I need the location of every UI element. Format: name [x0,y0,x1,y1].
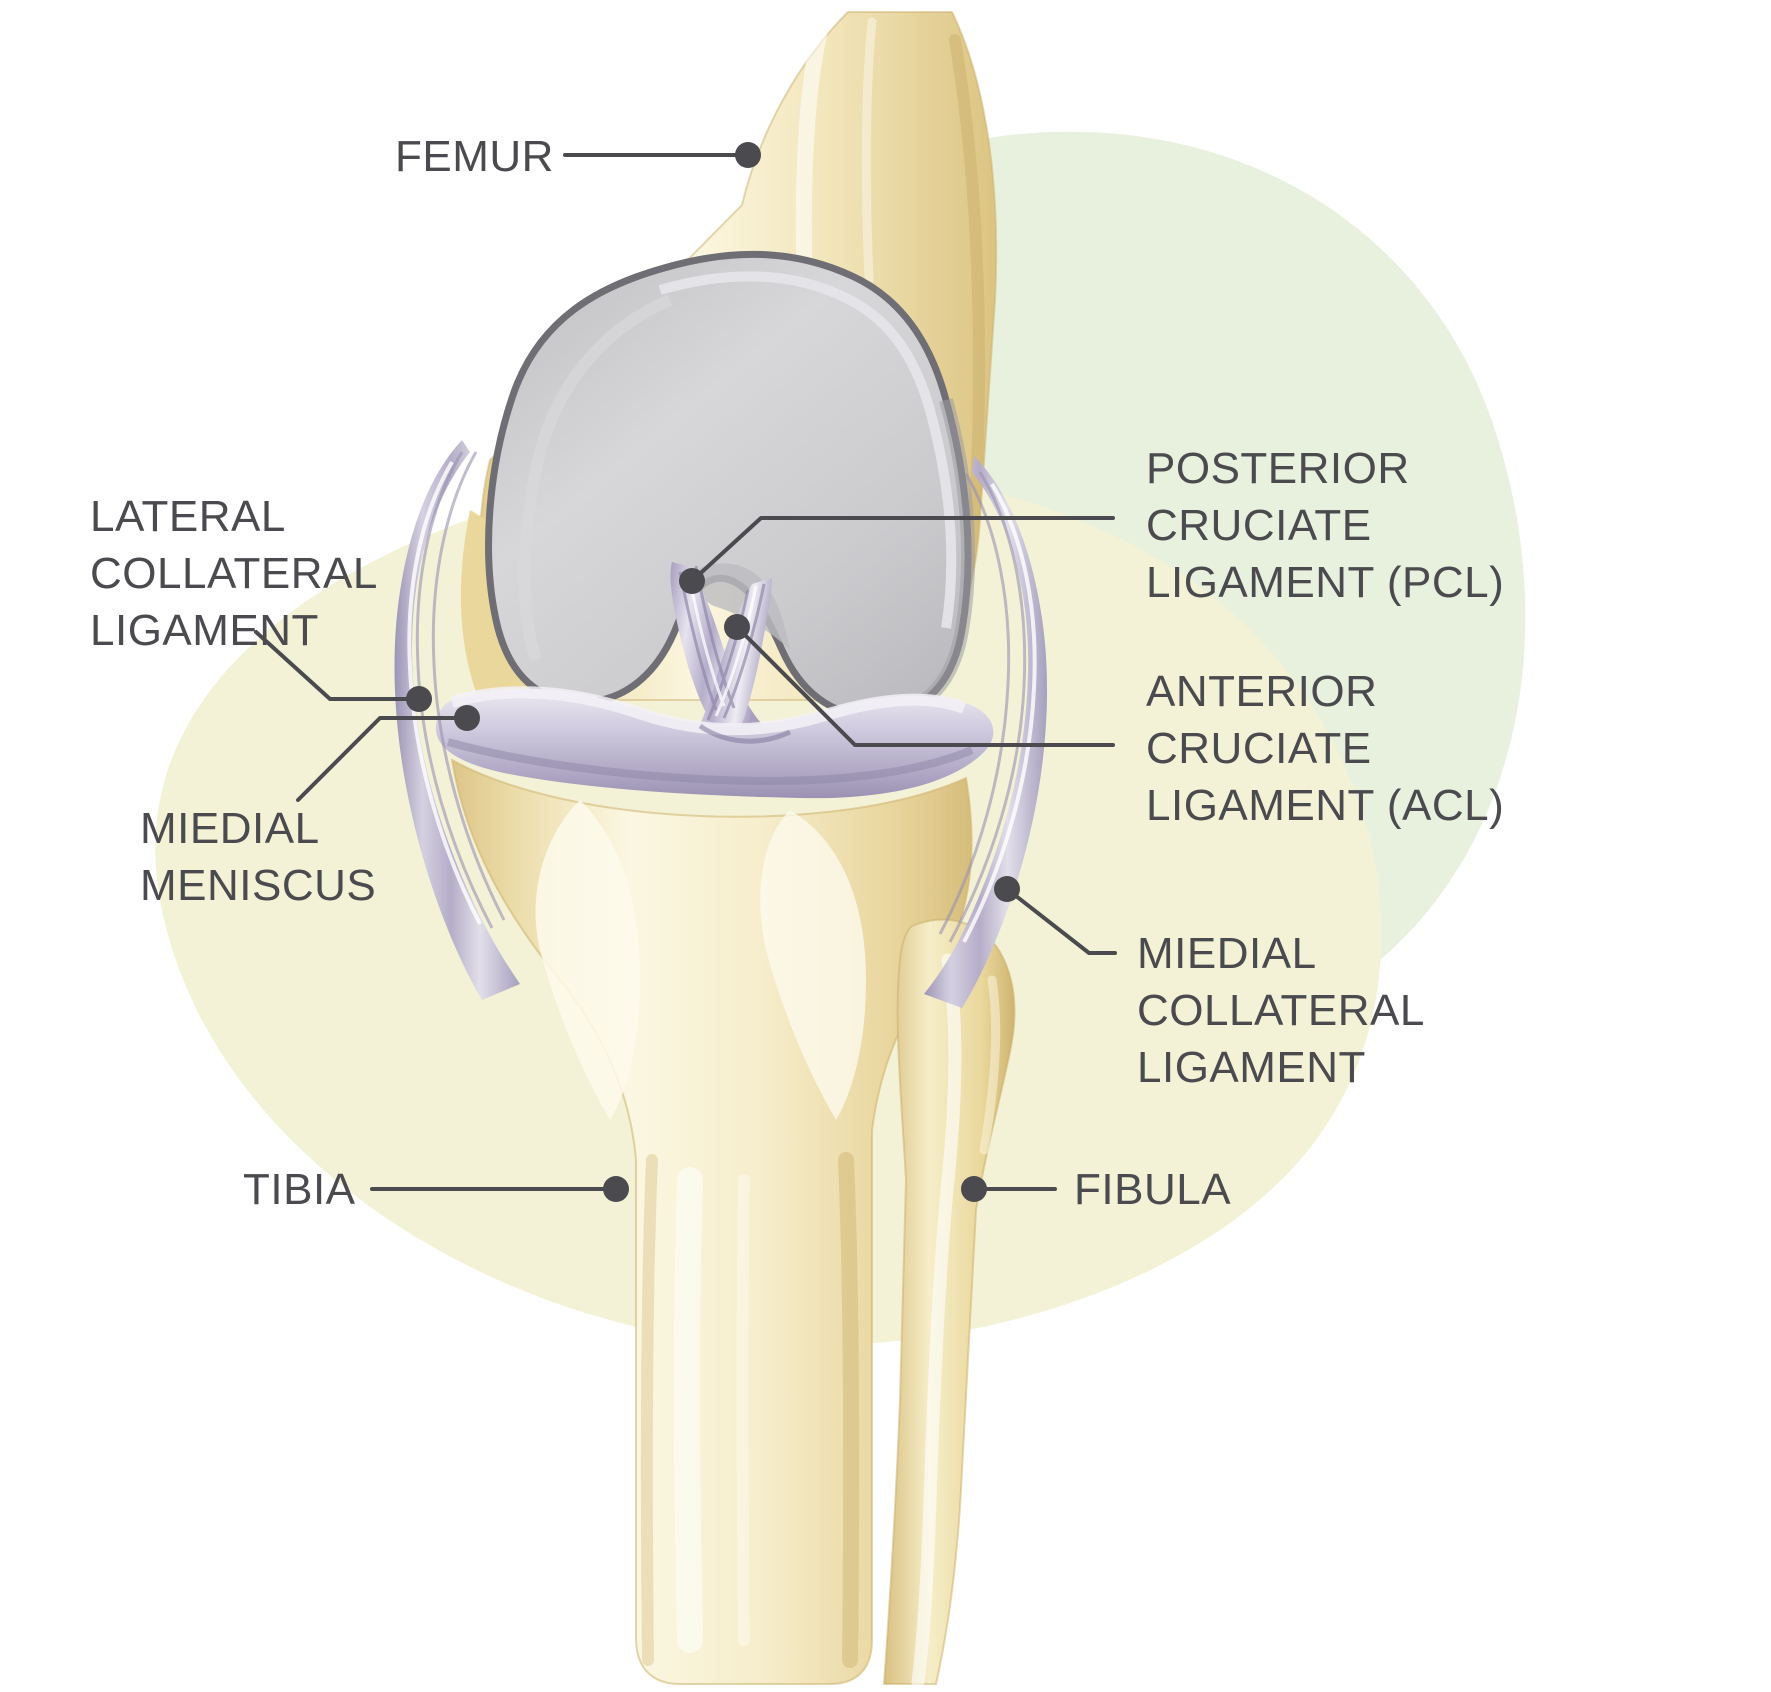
leader-line-posterior-cruciate-ligament [690,516,1115,583]
label-miedial-meniscus: MIEDIAL MENISCUS [140,804,377,910]
femoral-condyle-cartilage [485,250,976,723]
label-fibula: FIBULA [1074,1165,1232,1214]
leader-dot-femur [735,142,761,168]
leader-lines [254,153,1117,1191]
leader-line-miedial-meniscus [296,716,469,802]
meniscus-structure [435,686,994,799]
leader-dot-anterior-cruciate-ligament [724,614,750,640]
leader-dot-miedial-collateral-ligament [994,876,1020,902]
label-anterior-cruciate-ligament: ANTERIOR CRUCIATE LIGAMENT (ACL) [1146,667,1505,830]
fibula-bone [882,918,1016,1689]
label-tibia: TIBIA [243,1165,356,1214]
label-posterior-cruciate-ligament: POSTERIOR CRUCIATE LIGAMENT (PCL) [1146,444,1505,607]
leader-dot-fibula [961,1176,987,1202]
tibia-bone [450,758,973,1685]
leader-dot-posterior-cruciate-ligament [679,568,705,594]
medial-collateral-ligament-structure [924,456,1048,1008]
leader-dot-miedial-meniscus [454,705,480,731]
lateral-collateral-ligament-structure [394,440,520,1000]
leader-dots [406,142,1020,1202]
label-lateral-collateral-ligament: LATERAL COLLATERAL LIGAMENT [90,492,378,655]
label-miedial-collateral-ligament: MIEDIAL COLLATERAL LIGAMENT [1137,929,1425,1092]
leader-dot-lateral-collateral-ligament [406,686,432,712]
leader-dot-tibia [603,1176,629,1202]
leader-line-lateral-collateral-ligament [254,630,421,701]
leader-line-miedial-collateral-ligament [1005,887,1117,955]
label-femur: FEMUR [395,132,554,181]
leader-line-anterior-cruciate-ligament [735,625,1115,747]
